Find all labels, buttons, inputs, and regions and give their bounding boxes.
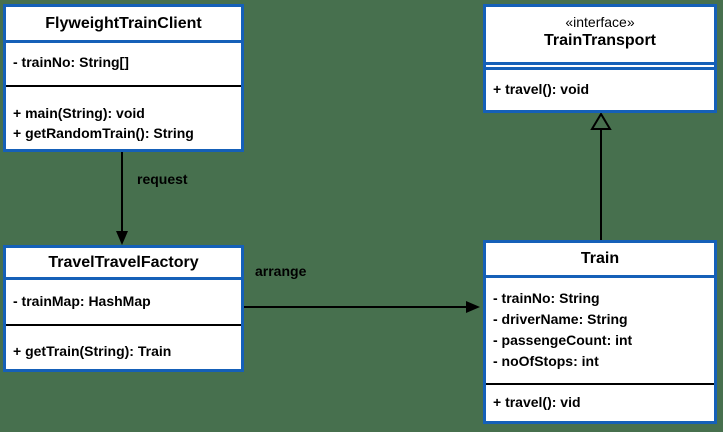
methods-compartment: + getTrain(String): Train [6,326,241,361]
class-title: TravelTravelFactory [6,248,241,280]
interface-title: «interface» TrainTransport [486,7,714,65]
methods-compartment: + main(String): void + getRandomTrain():… [6,87,241,143]
attribute-line: - driverName: String [493,311,628,327]
filled-arrowhead-down-icon [116,231,128,245]
method-line: + main(String): void [13,105,145,121]
request-arrow-label: request [137,171,188,187]
class-travel-travel-factory: TravelTravelFactory - trainMap: HashMap … [3,245,244,372]
class-name: TrainTransport [543,32,657,49]
arrange-arrow-label: arrange [255,263,307,279]
attribute-line: - passengeCount: int [493,332,633,348]
request-association-arrow [116,152,128,245]
stereotype-label: «interface» [565,14,635,30]
class-name: TravelTravelFactory [48,254,199,271]
compartment-gap [486,65,714,67]
class-title: FlyweightTrainClient [6,7,241,43]
hollow-triangle-arrowhead-icon [590,112,612,130]
attribute-line: - trainMap: HashMap [13,293,151,309]
class-train: Train - trainNo: String - driverName: St… [483,240,717,424]
attribute-line: - trainNo: String [493,290,600,306]
class-title: Train [486,243,714,278]
attributes-compartment: - trainNo: String[] [6,43,241,87]
realization-arrow [590,112,612,240]
method-line: + getTrain(String): Train [13,343,172,359]
attribute-line: - noOfStops: int [493,353,599,369]
class-name: Train [580,250,620,267]
filled-arrowhead-right-icon [466,301,480,313]
arrange-association-arrow [244,301,480,313]
methods-compartment: + travel(): void [486,67,714,99]
interface-train-transport: «interface» TrainTransport + travel(): v… [483,4,717,113]
method-line: + travel(): vid [493,394,581,410]
method-line: + travel(): void [493,81,590,97]
attributes-compartment: - trainMap: HashMap [6,280,241,326]
class-flyweight-train-client: FlyweightTrainClient - trainNo: String[]… [3,4,244,152]
attribute-line: - trainNo: String[] [13,54,129,70]
attributes-compartment: - trainNo: String - driverName: String -… [486,278,714,385]
class-name: FlyweightTrainClient [45,15,202,32]
methods-compartment: + travel(): vid [486,385,714,412]
method-line: + getRandomTrain(): String [13,125,194,141]
